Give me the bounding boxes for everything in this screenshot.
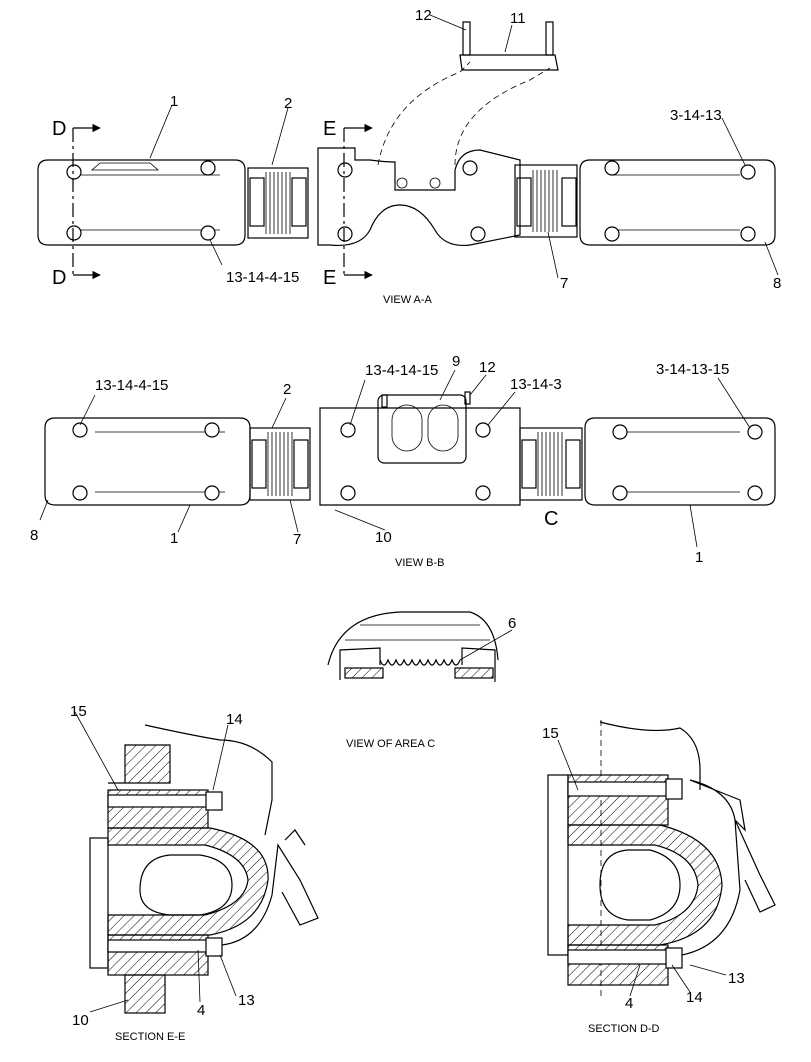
- callout-bb-8: 8: [30, 527, 38, 544]
- bolt: [337, 162, 353, 178]
- bolt: [740, 226, 756, 242]
- callout-bb-7: 7: [293, 531, 301, 548]
- section-ee-caption: SECTION E-E: [115, 1031, 185, 1043]
- bolt: [72, 485, 88, 501]
- bolt: [612, 485, 628, 501]
- bolt: [66, 164, 82, 180]
- bolt: [204, 485, 220, 501]
- callout-ee-4: 4: [197, 1002, 205, 1019]
- view-bb-drawing: [39, 369, 776, 548]
- outlet-flange-studs: [459, 21, 559, 71]
- outlet-elbow-hidden: [377, 61, 551, 166]
- section-line-e: [343, 123, 373, 280]
- nut-upper: [665, 778, 683, 800]
- callout-bb-1-left: 1: [170, 530, 178, 547]
- callout-aa-3-14-13: 3-14-13: [670, 107, 722, 124]
- callout-bb-3-14-13-15: 3-14-13-15: [656, 361, 729, 378]
- callout-aa-7: 7: [560, 275, 568, 292]
- section-ee-drawing: [74, 711, 319, 1014]
- manifold-middle-segment-bb: [319, 407, 521, 506]
- section-dd-caption: SECTION D-D: [588, 1023, 660, 1035]
- bolt: [740, 164, 756, 180]
- bolt: [462, 160, 478, 176]
- nut-14-upper: [205, 791, 223, 811]
- section-marker-d-bottom: D: [52, 267, 66, 289]
- manifold-middle-segment: [317, 147, 521, 247]
- outlet-flange-9: [377, 394, 467, 464]
- bolt: [66, 225, 82, 241]
- bellows-2-bb: [249, 427, 311, 501]
- callout-aa-8: 8: [773, 275, 781, 292]
- bolt: [200, 225, 216, 241]
- bolt: [747, 424, 763, 440]
- section-line-d: [72, 123, 101, 280]
- view-aa-caption: VIEW A-A: [383, 294, 433, 306]
- callout-bb-1-right: 1: [695, 549, 703, 566]
- callout-aa-12: 12: [415, 7, 432, 24]
- callout-bb-9: 9: [452, 353, 460, 370]
- bolt-13-lower: [567, 949, 669, 965]
- bolt: [72, 422, 88, 438]
- callout-dd-15: 15: [542, 725, 559, 742]
- bolt-13-lower: [107, 939, 209, 953]
- bolt: [340, 422, 356, 438]
- bolt: [747, 485, 763, 501]
- callout-bb-12: 12: [479, 359, 496, 376]
- manifold-right-segment: [579, 159, 776, 246]
- u-bend-wall: [567, 824, 723, 946]
- nut-14-lower: [205, 937, 223, 957]
- bellows-7-bb: [519, 427, 583, 501]
- bolt-15-upper: [107, 794, 209, 808]
- bolt: [470, 226, 486, 242]
- callout-ee-13: 13: [238, 992, 255, 1009]
- callout-ee-15: 15: [70, 703, 87, 720]
- callout-dd-14: 14: [686, 989, 703, 1006]
- manifold-left-segment-bb: [44, 417, 251, 506]
- manifold-right-segment-bb: [584, 417, 776, 506]
- bolt: [604, 226, 620, 242]
- u-bend-wall: [107, 827, 269, 936]
- callout-ee-14: 14: [226, 711, 243, 728]
- flange-wall: [547, 774, 569, 956]
- bolt: [204, 422, 220, 438]
- section-marker-e-top: E: [323, 118, 336, 140]
- bolt: [200, 160, 216, 176]
- bellows-7: [514, 164, 578, 238]
- callout-aa-13-14-4-15: 13-14-4-15: [226, 269, 299, 286]
- section-marker-e-bottom: E: [323, 267, 336, 289]
- manifold-left-segment: [37, 159, 246, 246]
- bolt: [475, 422, 491, 438]
- callout-bb-13-4-14-15: 13-4-14-15: [365, 362, 438, 379]
- callout-c-6: 6: [508, 615, 516, 632]
- callout-aa-11: 11: [510, 10, 526, 27]
- area-c-detail: [327, 611, 513, 682]
- bellows-2: [247, 167, 309, 239]
- bolt: [604, 160, 620, 176]
- bolt-15-upper: [567, 781, 669, 797]
- view-area-c-caption: VIEW OF AREA C: [346, 738, 435, 750]
- callout-bb-13-14-4-15: 13-14-4-15: [95, 377, 168, 394]
- bolt: [475, 485, 491, 501]
- callout-bb-13-14-3: 13-14-3: [510, 376, 562, 393]
- callout-dd-13: 13: [728, 970, 745, 987]
- callout-aa-2: 2: [284, 95, 292, 112]
- section-marker-c: C: [544, 508, 558, 530]
- section-dd-drawing: [547, 720, 776, 1000]
- callout-bb-10: 10: [375, 529, 392, 546]
- callout-bb-2: 2: [283, 381, 291, 398]
- view-aa-drawing: [37, 14, 779, 280]
- view-bb-caption: VIEW B-B: [395, 557, 445, 569]
- callout-dd-4: 4: [625, 995, 633, 1012]
- bolt: [340, 485, 356, 501]
- callout-ee-10: 10: [72, 1012, 89, 1029]
- bolt: [337, 226, 353, 242]
- nut-14-lower: [665, 947, 683, 969]
- bolt: [612, 424, 628, 440]
- callout-aa-1: 1: [170, 93, 178, 110]
- section-marker-d-top: D: [52, 118, 66, 140]
- flange-wall: [89, 837, 109, 969]
